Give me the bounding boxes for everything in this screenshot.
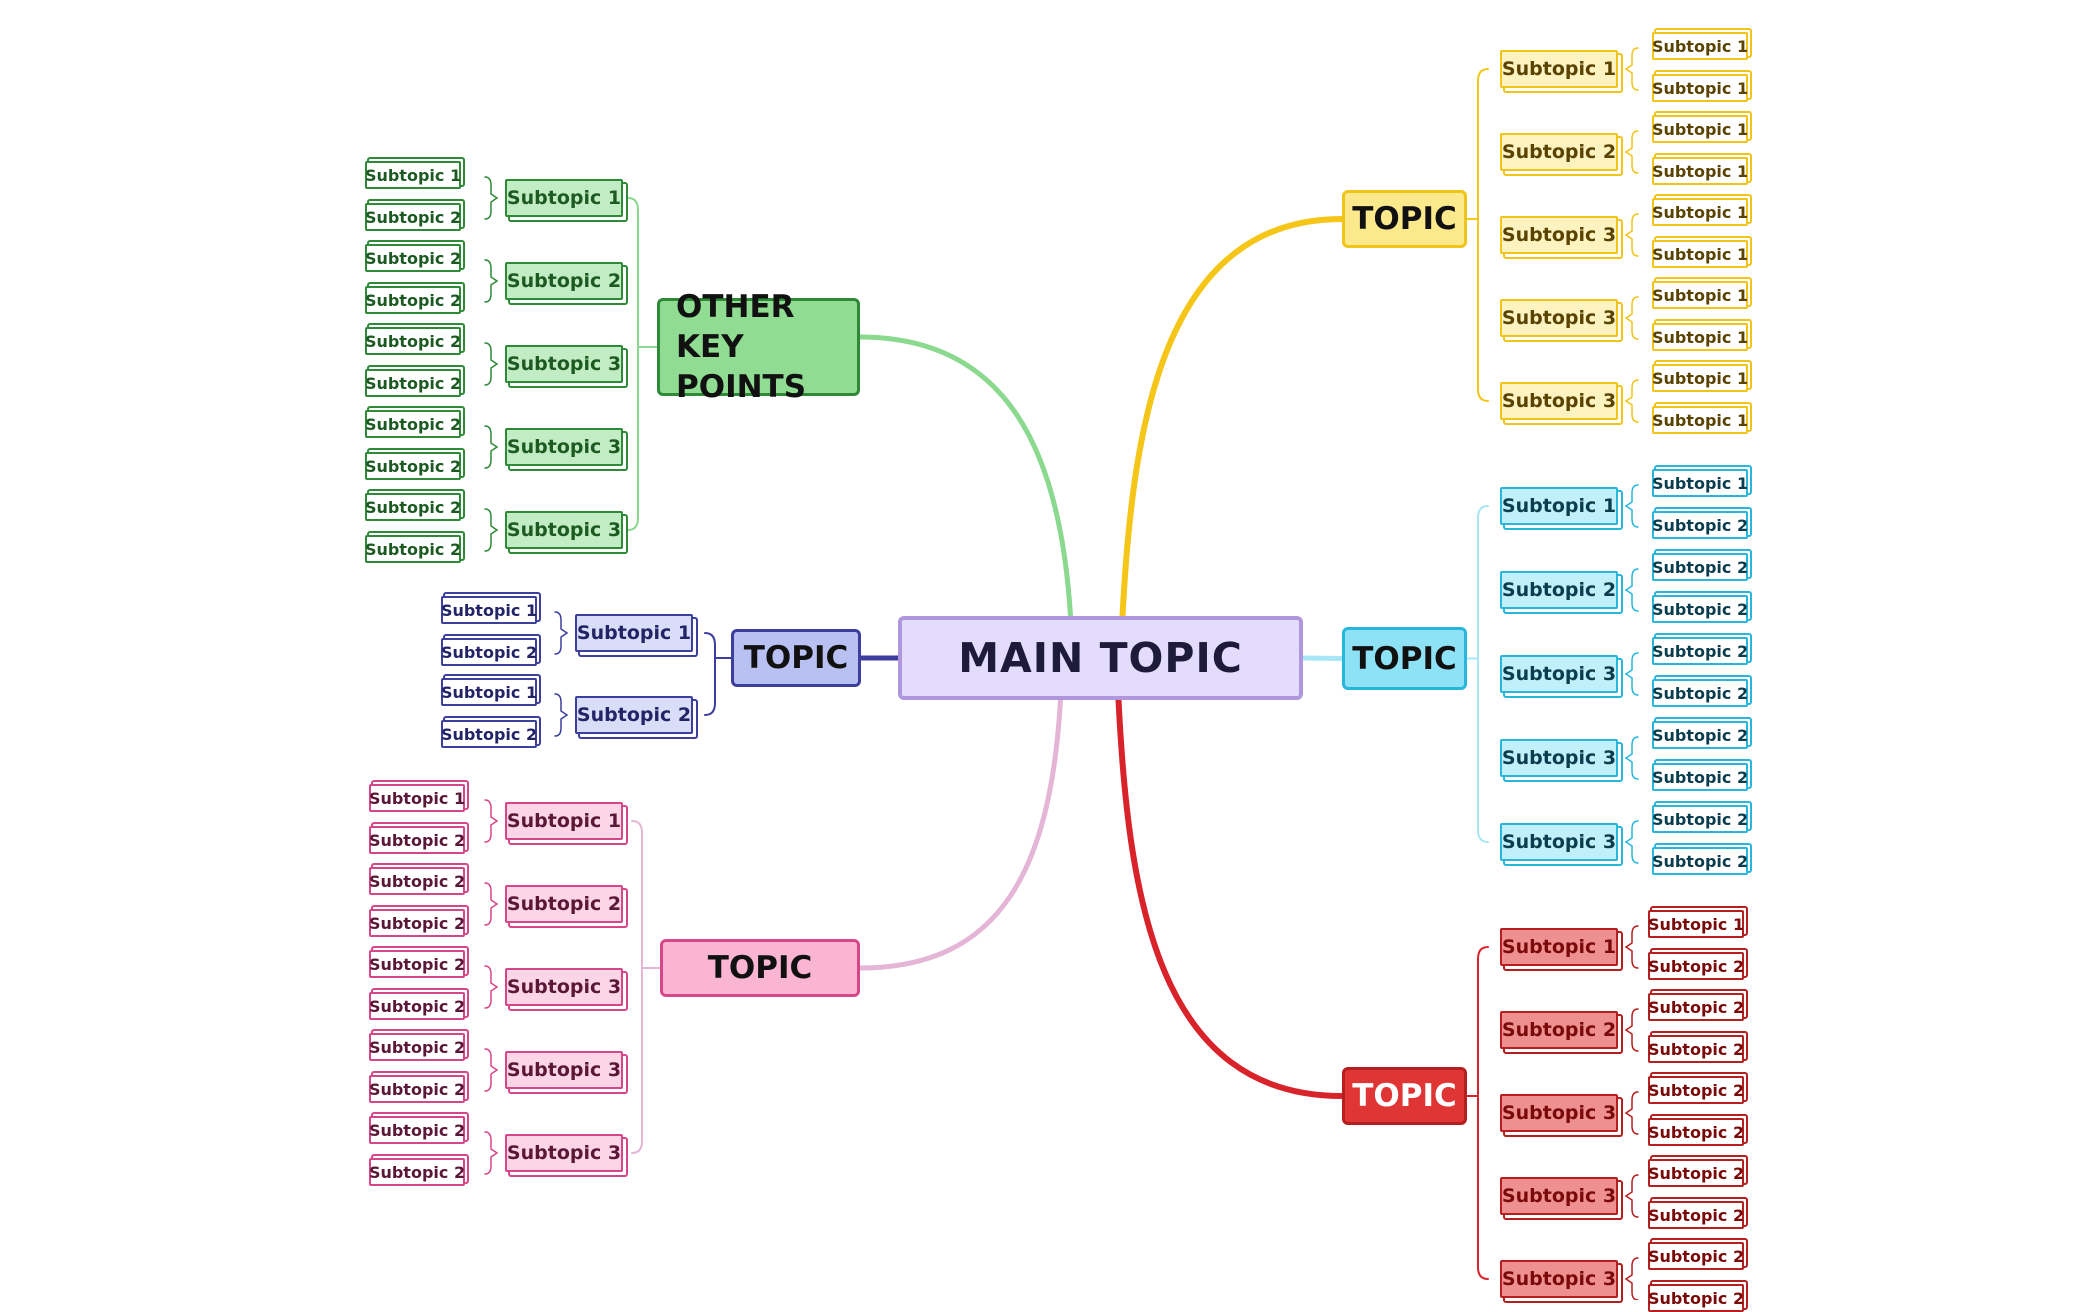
subtopic-node[interactable]: Subtopic 2: [1500, 1011, 1618, 1049]
leaf-subtopic-node[interactable]: Subtopic 2: [365, 410, 461, 438]
subtopic-node[interactable]: Subtopic 1: [505, 179, 623, 217]
leaf-subtopic-node[interactable]: Subtopic 2: [365, 452, 461, 480]
leaf-subtopic-node[interactable]: Subtopic 1: [441, 596, 537, 624]
subtopic-node[interactable]: Subtopic 3: [1500, 1260, 1618, 1298]
subtopic-node[interactable]: Subtopic 1: [575, 614, 693, 652]
topic-node-green[interactable]: OTHER KEY POINTS: [657, 289, 860, 405]
leaf-subtopic-node[interactable]: Subtopic 2: [1652, 511, 1748, 539]
subtopic-node[interactable]: Subtopic 3: [505, 1134, 623, 1172]
leaf-subtopic-node[interactable]: Subtopic 1: [1652, 74, 1748, 102]
leaf-subtopic-node[interactable]: Subtopic 2: [365, 244, 461, 272]
subtopic-node[interactable]: Subtopic 1: [1500, 50, 1618, 88]
subtopic-node[interactable]: Subtopic 2: [1500, 133, 1618, 171]
subtopic-node[interactable]: Subtopic 3: [1500, 739, 1618, 777]
leaf-subtopic-node[interactable]: Subtopic 2: [369, 992, 465, 1020]
leaf-subtopic-node[interactable]: Subtopic 2: [369, 1033, 465, 1061]
leaf-subtopic-node[interactable]: Subtopic 2: [1648, 1284, 1744, 1312]
subtopic-node[interactable]: Subtopic 2: [505, 885, 623, 923]
leaf-subtopic-node[interactable]: Subtopic 2: [441, 720, 537, 748]
leaf-subtopic-node[interactable]: Subtopic 2: [369, 867, 465, 895]
leaf-subtopic-node[interactable]: Subtopic 1: [1652, 364, 1748, 392]
leaf-subtopic-node[interactable]: Subtopic 2: [369, 1158, 465, 1186]
leaf-subtopic-node[interactable]: Subtopic 2: [365, 203, 461, 231]
leaf-subtopic-node[interactable]: Subtopic 1: [1652, 240, 1748, 268]
leaf-subtopic-node[interactable]: Subtopic 1: [365, 161, 461, 189]
leaf-subtopic-node[interactable]: Subtopic 2: [1652, 595, 1748, 623]
leaf-subtopic-node[interactable]: Subtopic 1: [1652, 406, 1748, 434]
leaf-subtopic-node[interactable]: Subtopic 1: [1652, 115, 1748, 143]
leaf-subtopic-node[interactable]: Subtopic 2: [1648, 1118, 1744, 1146]
leaf-subtopic-node[interactable]: Subtopic 2: [1652, 553, 1748, 581]
subtopic-node[interactable]: Subtopic 3: [1500, 823, 1618, 861]
topic-node-red[interactable]: TOPIC: [1342, 1067, 1467, 1125]
subtopic-node[interactable]: Subtopic 1: [1500, 487, 1618, 525]
leaf-subtopic-node[interactable]: Subtopic 2: [1652, 637, 1748, 665]
subtopic-node[interactable]: Subtopic 3: [505, 428, 623, 466]
leaf-subtopic-node[interactable]: Subtopic 1: [1652, 323, 1748, 351]
leaf-subtopic-node[interactable]: Subtopic 2: [365, 493, 461, 521]
leaf-subtopic-node[interactable]: Subtopic 2: [369, 909, 465, 937]
subtopic-node[interactable]: Subtopic 1: [505, 802, 623, 840]
subtopic-node[interactable]: Subtopic 1: [1500, 928, 1618, 966]
subtopic-node[interactable]: Subtopic 3: [1500, 1177, 1618, 1215]
leaf-subtopic-node[interactable]: Subtopic 2: [365, 369, 461, 397]
topic-node-pink[interactable]: TOPIC: [660, 939, 860, 997]
leaf-subtopic-node[interactable]: Subtopic 1: [369, 784, 465, 812]
subtopic-node[interactable]: Subtopic 3: [1500, 299, 1618, 337]
leaf-subtopic-node[interactable]: Subtopic 2: [1648, 993, 1744, 1021]
leaf-subtopic-node[interactable]: Subtopic 2: [369, 1116, 465, 1144]
leaf-subtopic-node[interactable]: Subtopic 2: [369, 826, 465, 854]
leaf-subtopic-node[interactable]: Subtopic 2: [1652, 763, 1748, 791]
leaf-subtopic-node[interactable]: Subtopic 2: [369, 950, 465, 978]
topic-node-navy[interactable]: TOPIC: [731, 629, 861, 687]
leaf-subtopic-node[interactable]: Subtopic 2: [365, 327, 461, 355]
leaf-subtopic-node[interactable]: Subtopic 2: [1648, 1035, 1744, 1063]
leaf-subtopic-node[interactable]: Subtopic 2: [1648, 1242, 1744, 1270]
leaf-subtopic-node[interactable]: Subtopic 1: [1648, 910, 1744, 938]
leaf-subtopic-node[interactable]: Subtopic 2: [369, 1075, 465, 1103]
subtopic-node[interactable]: Subtopic 3: [505, 511, 623, 549]
leaf-subtopic-node[interactable]: Subtopic 1: [1652, 157, 1748, 185]
topic-node-yellow[interactable]: TOPIC: [1342, 190, 1467, 248]
leaf-subtopic-node[interactable]: Subtopic 2: [365, 535, 461, 563]
leaf-subtopic-node[interactable]: Subtopic 2: [1652, 679, 1748, 707]
subtopic-node[interactable]: Subtopic 3: [1500, 655, 1618, 693]
subtopic-node[interactable]: Subtopic 2: [575, 696, 693, 734]
leaf-subtopic-node[interactable]: Subtopic 2: [1648, 952, 1744, 980]
leaf-subtopic-node[interactable]: Subtopic 1: [1652, 198, 1748, 226]
leaf-subtopic-node[interactable]: Subtopic 1: [1652, 32, 1748, 60]
subtopic-node[interactable]: Subtopic 3: [505, 1051, 623, 1089]
main-topic-node[interactable]: MAIN TOPIC: [898, 616, 1303, 700]
subtopic-node[interactable]: Subtopic 2: [1500, 571, 1618, 609]
subtopic-node[interactable]: Subtopic 2: [505, 262, 623, 300]
subtopic-node[interactable]: Subtopic 3: [505, 968, 623, 1006]
leaf-subtopic-node[interactable]: Subtopic 2: [1652, 805, 1748, 833]
subtopic-node[interactable]: Subtopic 3: [1500, 382, 1618, 420]
leaf-subtopic-node[interactable]: Subtopic 1: [441, 678, 537, 706]
leaf-subtopic-node[interactable]: Subtopic 2: [1648, 1076, 1744, 1104]
leaf-subtopic-node[interactable]: Subtopic 2: [365, 286, 461, 314]
leaf-subtopic-node[interactable]: Subtopic 2: [1648, 1159, 1744, 1187]
subtopic-node[interactable]: Subtopic 3: [505, 345, 623, 383]
topic-node-cyan[interactable]: TOPIC: [1342, 627, 1467, 690]
subtopic-node[interactable]: Subtopic 3: [1500, 1094, 1618, 1132]
leaf-subtopic-node[interactable]: Subtopic 2: [1652, 721, 1748, 749]
leaf-subtopic-node[interactable]: Subtopic 1: [1652, 469, 1748, 497]
leaf-subtopic-node[interactable]: Subtopic 2: [1648, 1201, 1744, 1229]
leaf-subtopic-node[interactable]: Subtopic 2: [441, 638, 537, 666]
leaf-subtopic-node[interactable]: Subtopic 1: [1652, 281, 1748, 309]
subtopic-node[interactable]: Subtopic 3: [1500, 216, 1618, 254]
leaf-subtopic-node[interactable]: Subtopic 2: [1652, 847, 1748, 875]
